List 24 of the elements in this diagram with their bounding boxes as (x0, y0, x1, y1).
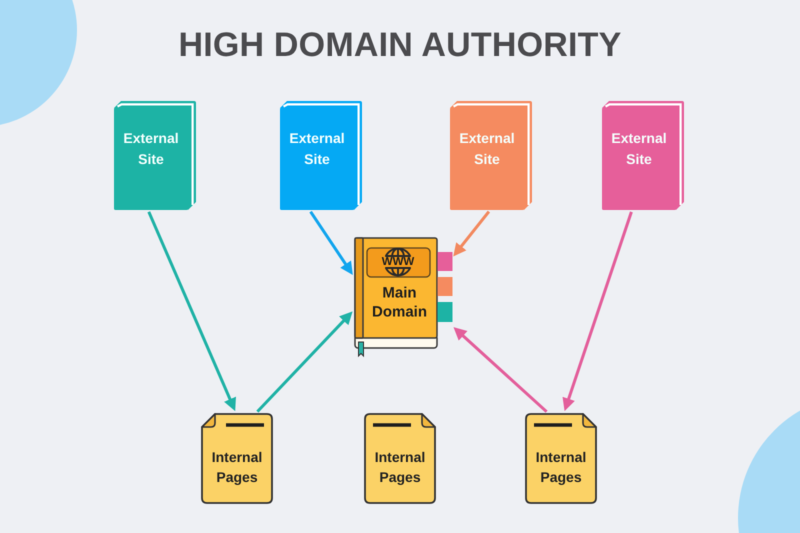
arrow (562, 211, 633, 412)
node-label: Internal Pages (212, 448, 262, 487)
book-shape (280, 101, 362, 210)
document-shape (364, 413, 436, 504)
arrow (256, 311, 353, 413)
node-label: External Site (611, 128, 667, 168)
book-shape (114, 101, 196, 210)
arrow (309, 210, 353, 275)
document-shape (525, 413, 597, 504)
book-shape (602, 101, 684, 210)
node-label: Internal Pages (374, 448, 426, 487)
arrow (453, 210, 490, 256)
node-label: Internal Pages (536, 448, 586, 487)
document-shape (201, 413, 273, 504)
book-shape (354, 237, 452, 357)
node-label: External Site (289, 128, 345, 168)
node-label: Main Domain (372, 283, 427, 322)
arrow (453, 327, 548, 413)
book-shape (450, 101, 532, 210)
node-label: External Site (459, 128, 515, 168)
arrow (147, 211, 236, 412)
node-label: External Site (123, 128, 179, 168)
node-label: WWW (382, 256, 414, 268)
title: HIGH DOMAIN AUTHORITY (178, 26, 622, 64)
